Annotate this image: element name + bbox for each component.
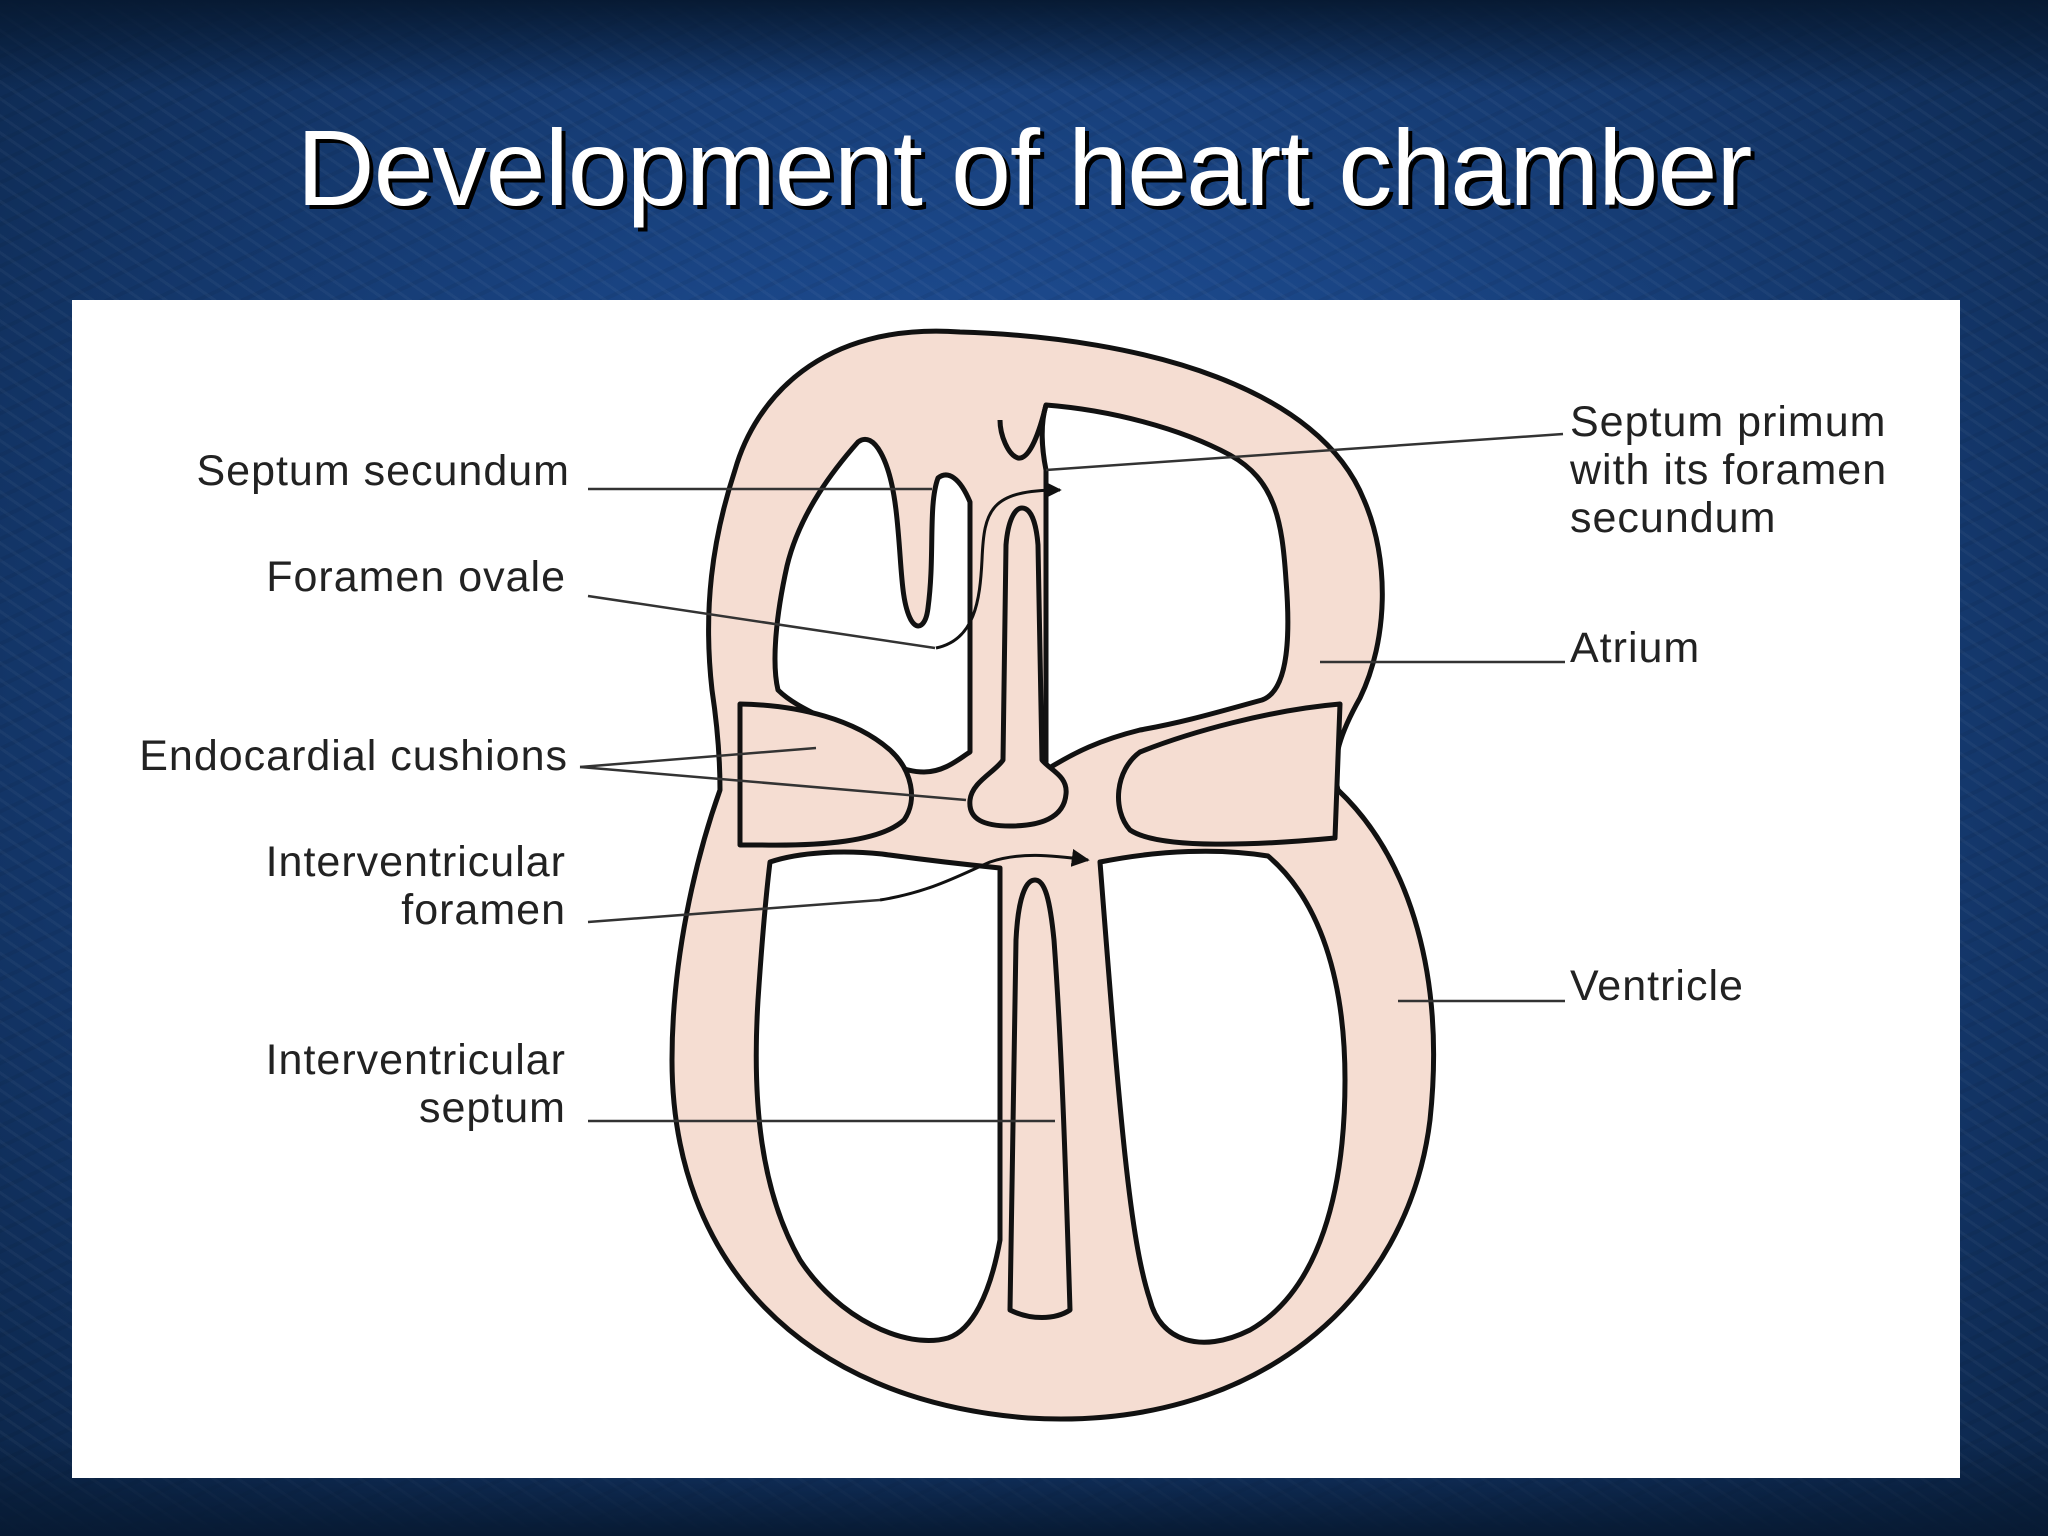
label-endocardial-cushions: Endocardial cushions (139, 732, 568, 780)
left-endocardial-cushion (737, 701, 914, 848)
label-foramen-ovale: Foramen ovale (266, 553, 566, 601)
leader-interventricular-foramen (587, 898, 881, 924)
interventricular-foramen-flow-arrow (879, 848, 1090, 902)
slide-top-shade (0, 0, 2048, 90)
label-ventricle: Ventricle (1570, 962, 1744, 1010)
label-interventricular-foramen-1: Interventricular (266, 838, 566, 886)
leader-foramen-ovale (587, 594, 936, 650)
slide-title: Development of heart chamber (296, 107, 1753, 228)
foramen-ovale-flow-arrow (935, 481, 1062, 650)
leader-endocardial-cushions-a (579, 746, 817, 769)
label-interventricular-septum-1: Interventricular (266, 1036, 566, 1084)
label-septum-secundum: Septum secundum (196, 447, 570, 495)
label-septum-primum-2: with its foramen (1569, 446, 1887, 494)
right-ventricle-cavity (1097, 848, 1348, 1345)
left-ventricle-cavity (753, 849, 1003, 1343)
label-interventricular-septum-2: septum (419, 1084, 566, 1132)
label-septum-primum-1: Septum primum (1570, 398, 1886, 446)
label-interventricular-foramen-2: foramen (401, 886, 566, 934)
heart-diagram-panel: Septum secundum Foramen ovale Endocardia… (72, 300, 1960, 1478)
right-atrium-cavity (1039, 402, 1291, 773)
label-septum-primum-3: secundum (1570, 494, 1776, 542)
septum-primum-stalk (967, 505, 1069, 829)
leader-endocardial-cushions-b (579, 765, 967, 802)
septum-primum-fold (997, 404, 1049, 461)
heart-diagram: Septum secundum Foramen ovale Endocardia… (139, 328, 1887, 1422)
label-atrium: Atrium (1570, 624, 1700, 672)
leader-lines (579, 432, 1565, 1123)
right-endocardial-cushion (1116, 701, 1343, 847)
interventricular-septum-shape (1007, 877, 1073, 1320)
leader-septum-primum (1045, 432, 1564, 472)
